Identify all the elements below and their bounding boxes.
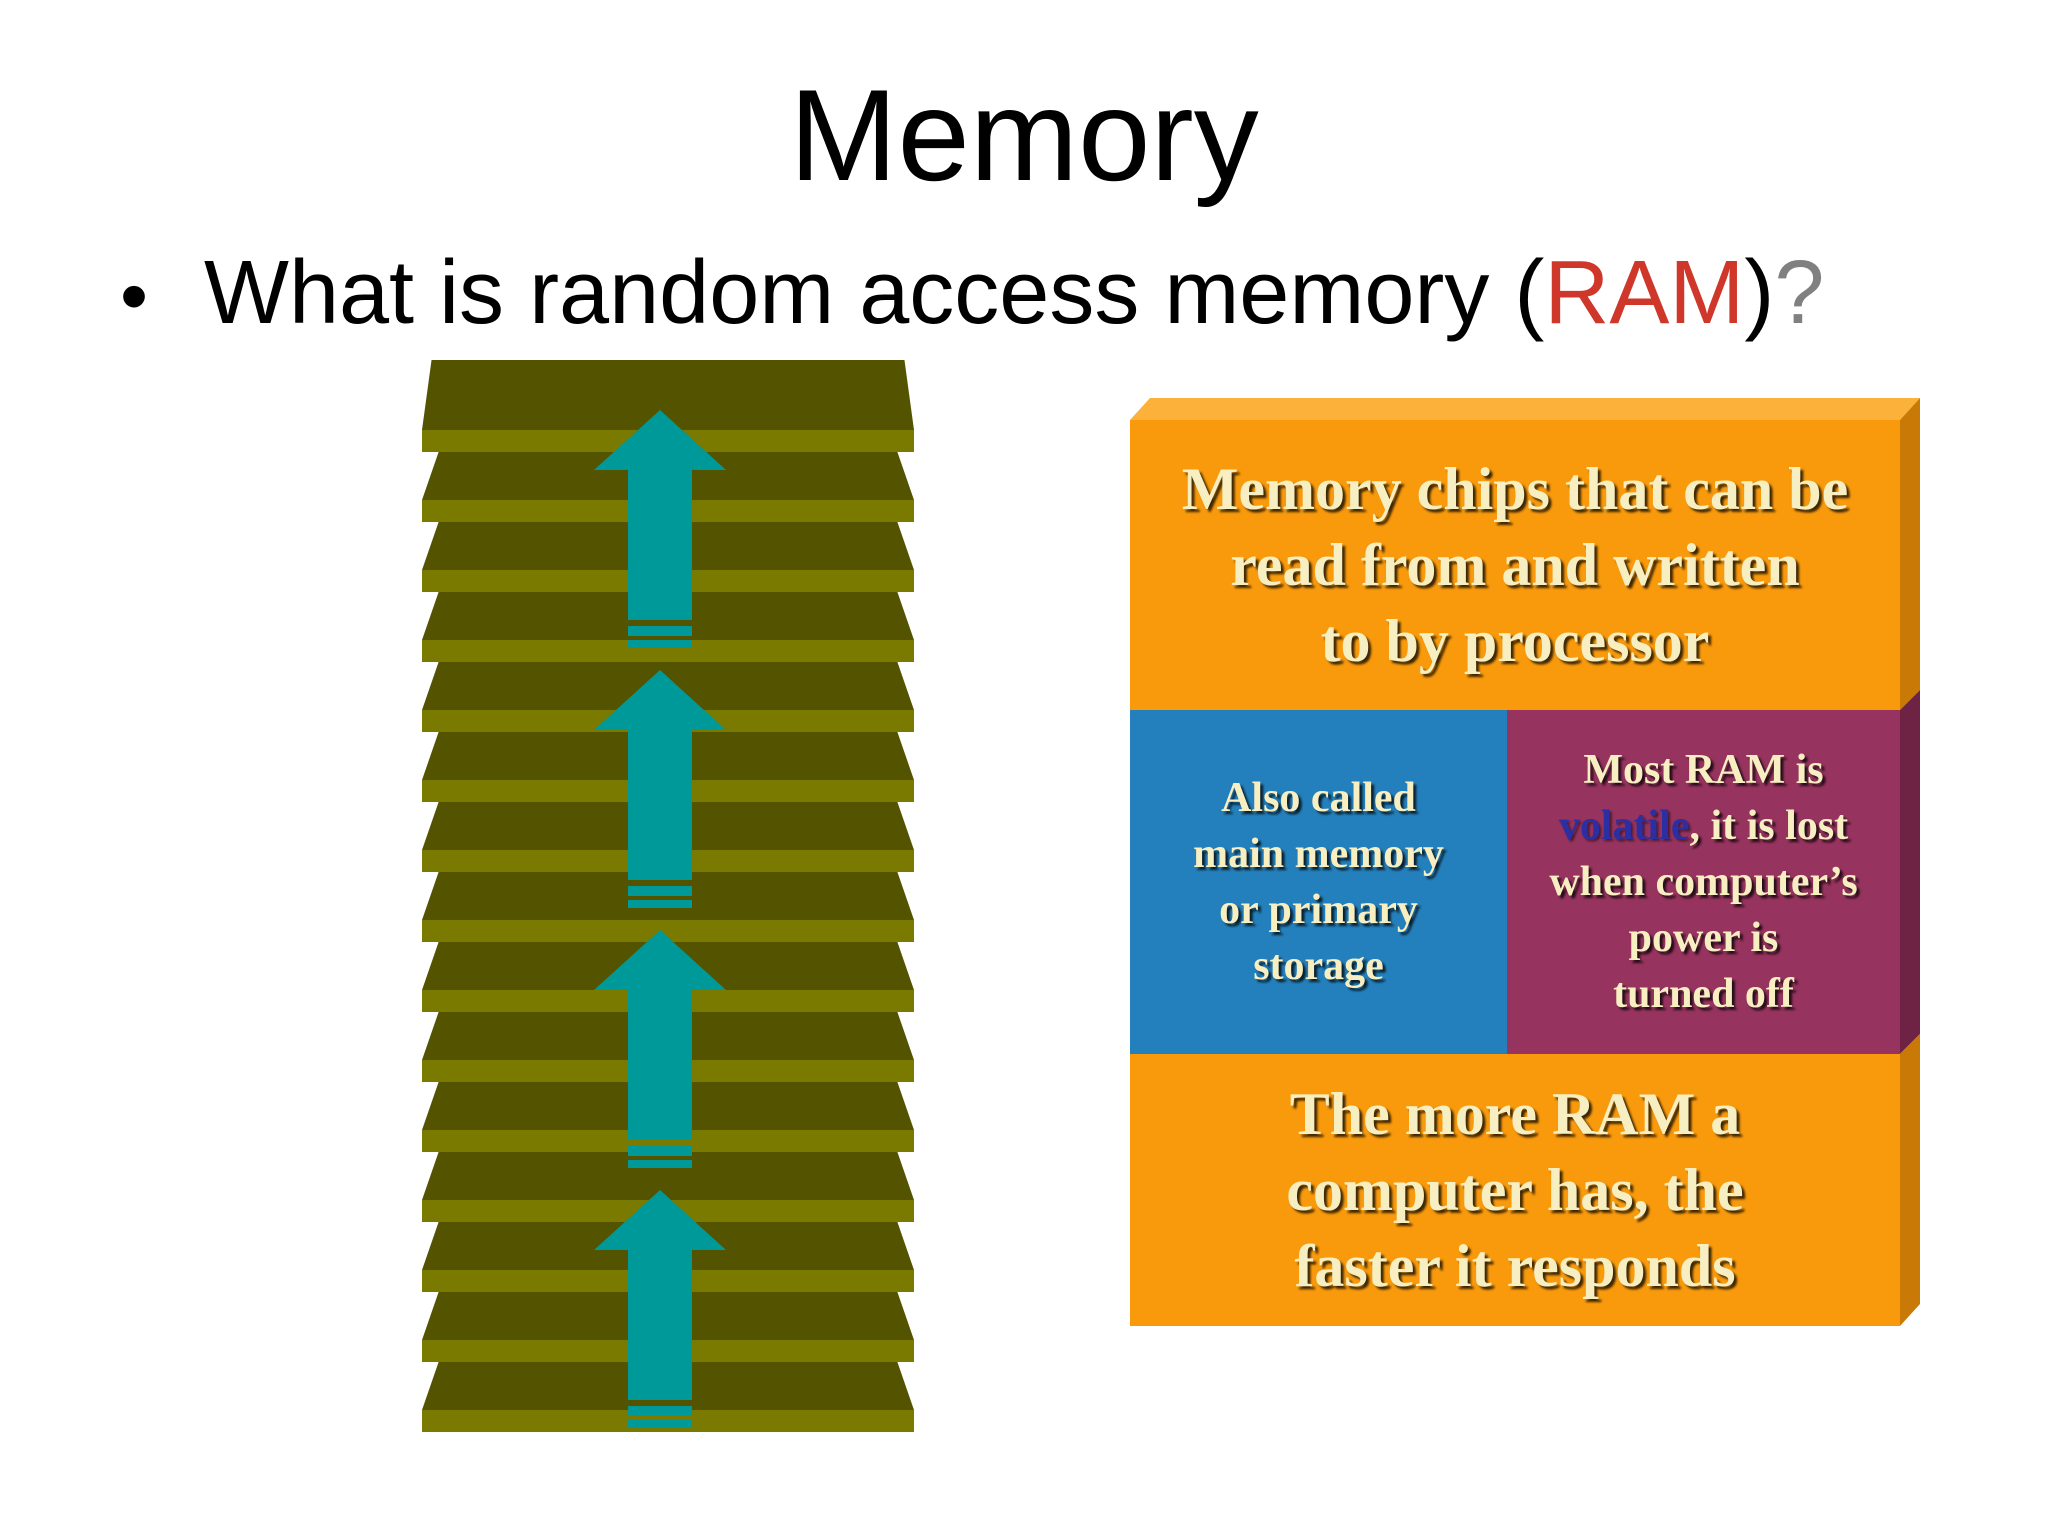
memory-plate-top <box>422 1148 914 1200</box>
up-arrow-icon <box>594 1190 726 1400</box>
panel-3d-edge <box>1130 398 1920 1326</box>
volatile-rest: , it is lost when computer’s power is tu… <box>1549 803 1858 1017</box>
question-mark: ? <box>1774 243 1825 343</box>
ram-definition-block: Memory chips that can be read from and w… <box>1130 420 1900 710</box>
memory-plate-top-cap <box>422 360 914 430</box>
memory-plate-edge <box>422 640 914 662</box>
bullet-question: • What is random access memory (RAM)? <box>120 238 1920 351</box>
arrow-stripe <box>628 900 692 908</box>
arrow-stripe <box>628 640 692 648</box>
volatile-block-text: Most RAM is volatile, it is lost when co… <box>1549 742 1857 1022</box>
volatile-block: Most RAM is volatile, it is lost when co… <box>1507 710 1900 1054</box>
arrow-stripe <box>628 1160 692 1168</box>
volatile-term: volatile <box>1558 803 1690 849</box>
arrow-stripe <box>628 626 692 636</box>
up-arrow-icon <box>594 410 726 620</box>
memory-plate-edge <box>422 1130 914 1152</box>
up-arrow-icon <box>594 930 726 1140</box>
memory-plate-edge <box>422 920 914 942</box>
arrow-stripe <box>628 1406 692 1416</box>
bullet-icon: • <box>120 251 149 340</box>
info-panel: Memory chips that can be read from and w… <box>1130 390 1930 1326</box>
page-title: Memory <box>789 62 1259 208</box>
main-memory-block: Also called main memory or primary stora… <box>1130 710 1507 1054</box>
bullet-text: What is random access memory ( <box>204 243 1545 343</box>
more-ram-block: The more RAM a computer has, the faster … <box>1130 1054 1900 1326</box>
ram-accent-text: RAM <box>1544 243 1745 343</box>
arrow-stripe <box>628 1146 692 1156</box>
arrow-stripe <box>628 886 692 896</box>
up-arrow-icon <box>594 670 726 880</box>
memory-stack-graphic <box>422 360 914 1432</box>
arrow-stripe <box>628 1420 692 1428</box>
memory-stack-icon <box>380 360 940 1460</box>
volatile-line1: Most RAM is <box>1583 747 1824 793</box>
bullet-text-close: ) <box>1744 243 1775 343</box>
